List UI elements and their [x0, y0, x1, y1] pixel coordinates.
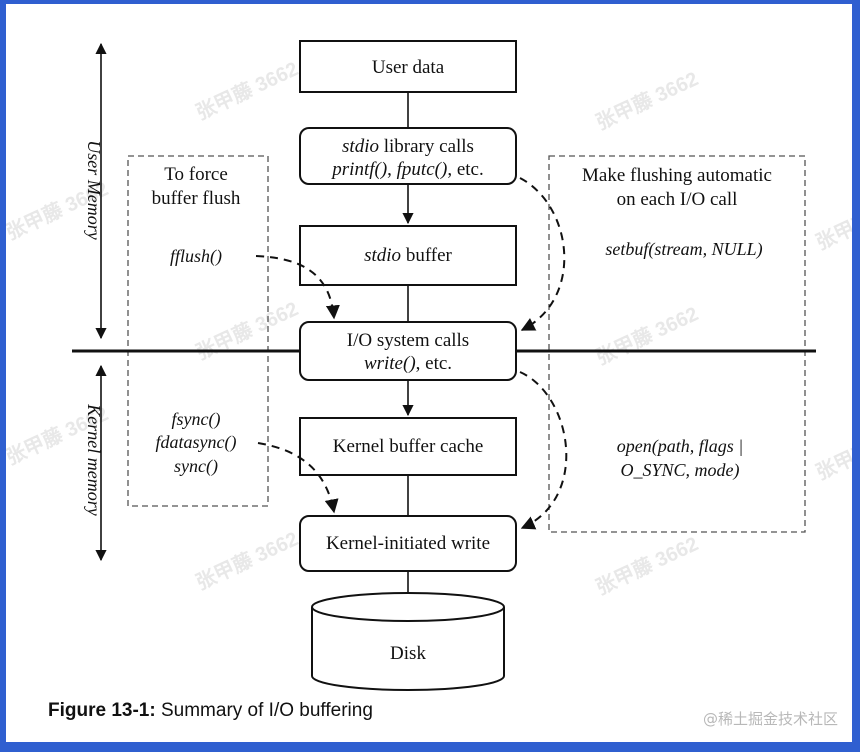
disk-label: Disk [390, 643, 426, 664]
io-calls-to-kernel-write-arrow [519, 371, 568, 530]
watermark-text: 张甲藤 3662 [192, 57, 301, 124]
io-calls-line1: I/O system calls [347, 330, 469, 351]
setbuf-label: setbuf(stream, NULL) [605, 239, 762, 260]
io-buffering-diagram: 张甲藤 3662 张甲藤 3662 张甲藤 3662 张甲藤 3662 张甲藤 … [6, 40, 852, 691]
stdio-buffer-rest: buffer [401, 245, 452, 266]
fsync-label: fsync() [172, 409, 221, 430]
user-data-box [299, 40, 517, 93]
figure-frame: 张甲藤 3662 张甲藤 3662 张甲藤 3662 张甲藤 3662 张甲藤 … [6, 4, 852, 742]
fputc-text: fputc() [397, 159, 448, 180]
stdio-buffer-italic: stdio [364, 245, 401, 266]
watermark-text: 张甲藤 3662 [192, 297, 301, 364]
force-flush-panel [127, 155, 269, 507]
watermark-text: 张甲藤 3662 [812, 417, 852, 484]
stdio-calls-line1-rest: library calls [379, 136, 474, 157]
sync-label: sync() [174, 456, 218, 477]
auto-flush-title-line2: on each I/O call [617, 189, 738, 210]
force-flush-title-line1: To force [164, 164, 228, 185]
watermark-text: 张甲藤 3662 [592, 532, 701, 599]
source-credit: @稀土掘金技术社区 [702, 710, 838, 728]
stdio-calls-line2: printf(), fputc(), etc. [330, 159, 483, 180]
fdatasync-label: fdatasync() [156, 432, 237, 453]
figure-caption: Figure 13-1: Summary of I/O buffering [48, 700, 373, 722]
write-text: write() [364, 353, 416, 374]
caption-text: Summary of I/O buffering [155, 700, 373, 721]
stdio-calls-to-io-calls-arrow [519, 177, 566, 331]
user-data-label: User data [372, 57, 445, 78]
auto-flush-title-line1: Make flushing automatic [582, 165, 772, 186]
kernel-initiated-write-box [299, 515, 517, 572]
force-flush-title-line2: buffer flush [152, 188, 241, 209]
open-label-line1: open(path, flags | [617, 436, 743, 457]
kernel-buffer-cache-box [299, 417, 517, 476]
stdio-library-calls-box [299, 127, 517, 185]
kernel-memory-label: Kernel memory [84, 403, 104, 515]
stdio-calls-sep: , [387, 159, 397, 180]
stdio-calls-line1-italic: stdio [342, 136, 379, 157]
watermark-text: 张甲藤 3662 [812, 187, 852, 254]
watermark-text: 张甲藤 3662 [592, 302, 701, 369]
auto-flush-panel [548, 155, 806, 533]
stdio-calls-etc: , etc. [447, 159, 483, 180]
user-memory-label: User Memory [84, 140, 104, 239]
io-system-calls-box [299, 321, 517, 381]
watermark-text: 张甲藤 3662 [192, 527, 301, 594]
kernel-cache-label: Kernel buffer cache [333, 436, 484, 457]
kernel-write-label: Kernel-initiated write [326, 533, 490, 554]
watermark-text: 张甲藤 3662 [592, 67, 701, 134]
fflush-to-io-calls-arrow [255, 255, 340, 320]
open-label-line2: O_SYNC, mode) [620, 460, 739, 481]
io-calls-line2: write(), etc. [364, 353, 452, 374]
fflush-label: fflush() [170, 246, 222, 267]
stdio-buffer-label: stdio buffer [364, 245, 452, 266]
stdio-buffer-box [299, 225, 517, 286]
disk-cylinder [311, 592, 505, 691]
caption-label: Figure 13-1: [48, 700, 156, 721]
io-calls-etc: , etc. [416, 353, 452, 374]
printf-text: printf() [330, 159, 387, 180]
stdio-calls-line1: stdio library calls [342, 136, 474, 157]
